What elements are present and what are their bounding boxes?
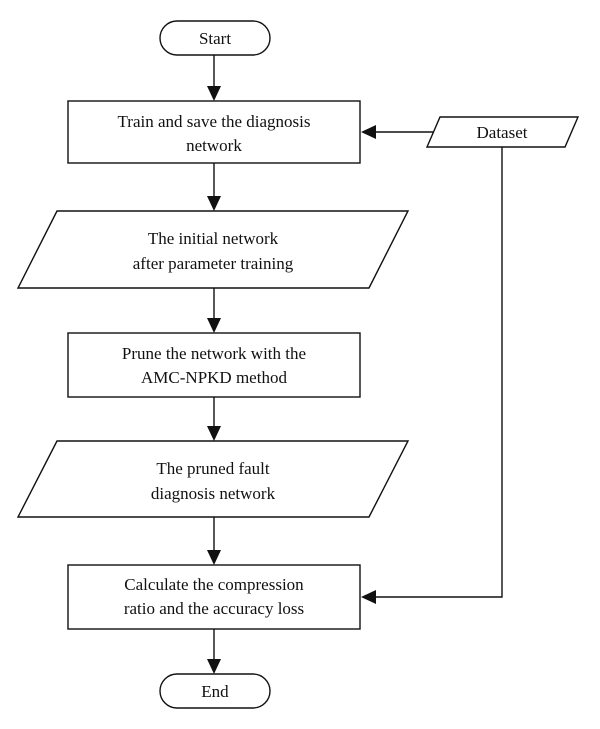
end-label: End bbox=[201, 682, 229, 701]
edge-initial-network-to-prune bbox=[207, 288, 221, 333]
prune-label-line2: AMC-NPKD method bbox=[141, 368, 287, 387]
train-node: Train and save the diagnosis network bbox=[67, 100, 361, 164]
calculate-label-line2: ratio and the accuracy loss bbox=[124, 599, 304, 618]
edge-pruned-network-to-calculate bbox=[207, 517, 221, 565]
initial-network-node: The initial network after parameter trai… bbox=[16, 210, 410, 289]
edge-calculate-to-end bbox=[207, 629, 221, 674]
train-label-line1: Train and save the diagnosis bbox=[118, 112, 311, 131]
prune-label-line1: Prune the network with the bbox=[122, 344, 306, 363]
start-node: Start bbox=[159, 20, 271, 56]
pruned-network-label-line2: diagnosis network bbox=[151, 484, 276, 503]
train-label-line2: network bbox=[186, 136, 242, 155]
initial-network-label-line1: The initial network bbox=[148, 229, 279, 248]
edge-start-to-train bbox=[207, 55, 221, 101]
dataset-node: Dataset bbox=[425, 116, 580, 148]
calculate-node: Calculate the compression ratio and the … bbox=[67, 564, 361, 630]
edge-dataset-to-calculate bbox=[361, 147, 503, 604]
edge-prune-to-pruned-network bbox=[207, 397, 221, 441]
end-node: End bbox=[159, 673, 271, 709]
edge-dataset-to-train bbox=[361, 125, 433, 139]
pruned-network-label-line1: The pruned fault bbox=[156, 459, 270, 478]
pruned-network-node: The pruned fault diagnosis network bbox=[16, 440, 410, 518]
prune-node: Prune the network with the AMC-NPKD meth… bbox=[67, 332, 361, 398]
start-label: Start bbox=[199, 29, 231, 48]
dataset-label: Dataset bbox=[477, 123, 528, 142]
edge-train-to-initial-network bbox=[207, 163, 221, 211]
initial-network-label-line2: after parameter training bbox=[133, 254, 294, 273]
calculate-label-line1: Calculate the compression bbox=[124, 575, 304, 594]
